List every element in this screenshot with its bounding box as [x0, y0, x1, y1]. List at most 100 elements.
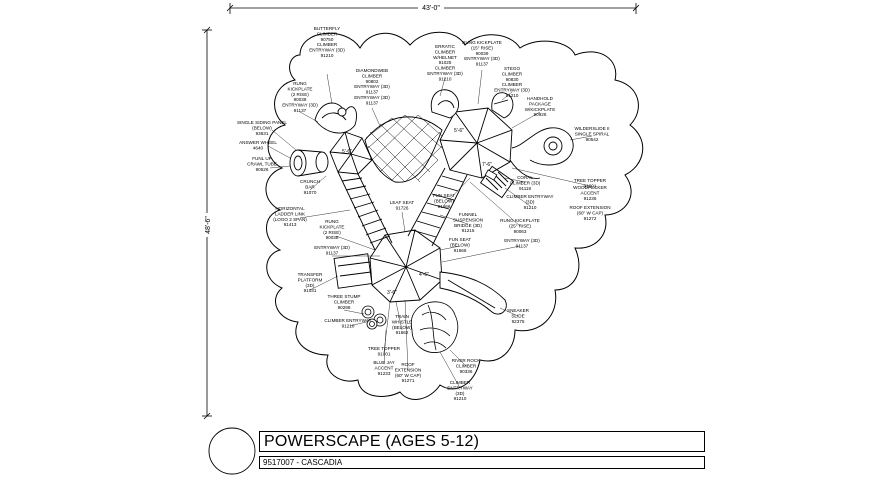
callout-line: 90298	[338, 305, 351, 310]
callout-line: (60" W CAP)	[395, 373, 422, 378]
spiral-slide	[509, 127, 574, 179]
suspension-bridge	[407, 167, 468, 247]
callout-line: (BELOW)	[434, 198, 454, 203]
callout-line: CRUNCH	[300, 179, 320, 184]
callout-line: FUN SEAT	[449, 237, 472, 242]
callout-line: ERRATIC	[435, 44, 456, 49]
net-climber	[364, 114, 443, 183]
callout-line: BLUE JAY	[373, 360, 394, 365]
width-dimension-label: 43'-0"	[422, 5, 440, 12]
callout-line: 91726	[396, 205, 409, 210]
callout-line: 4640	[253, 145, 264, 150]
callout-line: ENTRYWAY (3D)	[427, 71, 463, 76]
callout-line: (2 RISE)	[291, 92, 309, 97]
callout-line: DIAMONDWEB	[356, 68, 388, 73]
callout-line: 91210	[506, 93, 519, 98]
callout-25: ENTRYWAY (3D)91137	[504, 238, 540, 248]
callout-line: 90063	[514, 229, 527, 234]
stego-climber	[491, 92, 514, 119]
crawl-tube	[289, 149, 329, 177]
height-dimension-label: 48'-6"	[205, 216, 212, 234]
callout-line: TRANSFER	[298, 272, 323, 277]
callout-line: 91215	[462, 228, 475, 233]
callout-line: 91137	[516, 243, 529, 248]
deck-height-4: 5'-6"	[454, 128, 464, 134]
callout-line: TREE TOPPER	[574, 178, 607, 183]
callout-line: BAR	[305, 184, 315, 189]
callout-line: ACCENT	[581, 190, 600, 195]
callout-line: 90336	[460, 369, 473, 374]
callout-line: 91001	[378, 351, 391, 356]
callout-line: 91233	[378, 371, 391, 376]
callout-line: 91271	[402, 378, 415, 383]
horizontal-ladder	[337, 171, 393, 251]
callout-line: CLIMBER	[435, 66, 456, 71]
callout-line: FUN SEAT	[433, 193, 456, 198]
callout-15: FUN SEAT(BELOW)91666	[433, 193, 456, 209]
callout-line: STEGO	[504, 66, 521, 71]
callout-line: TREE TOPPER	[368, 346, 401, 351]
deck-top-right	[439, 107, 513, 179]
callout-line: 91025	[439, 60, 452, 65]
fun-seat	[484, 169, 498, 181]
deck-height-3: 4'-6"	[419, 272, 429, 278]
callout-line: W/KICKPLATE	[525, 107, 556, 112]
callout-line: ENTRYWAY (3D)	[354, 84, 390, 89]
butterfly-climber	[314, 102, 357, 134]
callout-line: CORAL	[517, 175, 533, 180]
callout-line: RIVER ROCK	[452, 358, 482, 363]
callout-line: BRIDGE (3D)	[454, 223, 482, 228]
callout-line: THREE STUMP	[328, 294, 361, 299]
callout-line: PACKAGE	[529, 101, 551, 106]
callout-line: RUNG	[293, 81, 307, 86]
callout-line: ENTRYWAY (3D)	[504, 238, 540, 243]
callout-line: FUNNEL	[459, 212, 478, 217]
callout-line: BUTTERFLY	[314, 26, 340, 31]
callout-line: 90038	[294, 97, 307, 102]
callout-line: (60" W CAP)	[577, 210, 604, 215]
callout-line: 91137	[476, 62, 489, 67]
callout-line: 91662	[396, 330, 409, 335]
callout-line: KICKPLATE	[320, 224, 345, 229]
callout-line: RUNG KICKPLATE	[500, 218, 540, 223]
callout-line: WHISTLE	[392, 319, 412, 324]
callout-20: ROOF EXTENSION(60" W CAP)91272	[569, 205, 610, 221]
river-rock-climber	[410, 301, 459, 353]
callout-line: CLIMBER	[502, 71, 523, 76]
callout-line: 91666	[438, 204, 451, 209]
callout-line: W/HELNET	[433, 55, 457, 60]
callout-line: (BELOW)	[392, 325, 412, 330]
callout-line: WILDERSLIDE II	[575, 126, 610, 131]
callout-line: (2 RISE)	[323, 230, 341, 235]
callout-line: 91031	[304, 288, 317, 293]
callout-line: 91210	[439, 76, 452, 81]
callout-line: 91210	[524, 205, 537, 210]
callout-line: CLIMBER	[362, 73, 383, 78]
three-stump-climber	[361, 305, 387, 330]
title-block: POWERSCAPE (AGES 5-12)	[259, 431, 705, 452]
callout-leaders	[267, 69, 593, 389]
callout-26: ENTRYWAY (3D)91137	[314, 245, 350, 255]
callout-line: ENTRYWAY (3D)	[309, 48, 345, 53]
callout-line: LADDER LINK	[275, 211, 306, 216]
deck-bottom	[369, 229, 443, 303]
callout-line: 91137	[294, 108, 307, 113]
callout-line: CLIMBER (3D)	[510, 180, 541, 185]
transfer-platform	[333, 253, 373, 289]
erratic-climber	[430, 89, 459, 119]
